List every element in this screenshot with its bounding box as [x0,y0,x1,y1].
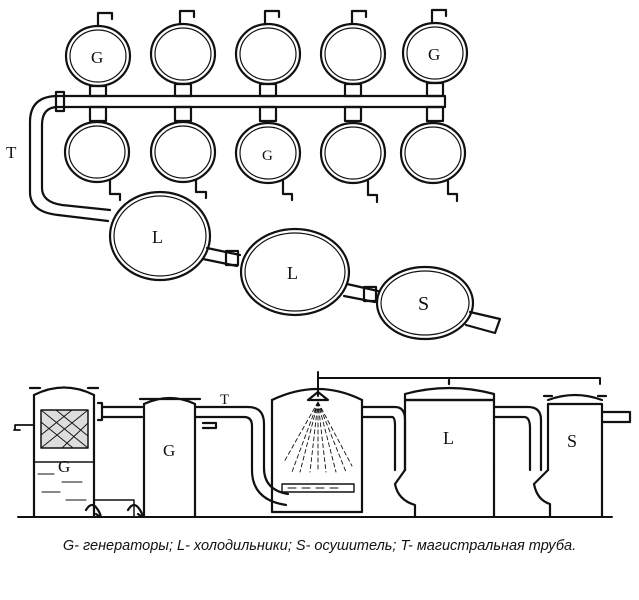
generator-drum-10 [399,105,467,203]
label-t-top: T [6,143,17,162]
cooler-drum-1 [108,190,212,282]
label-l-cooler-1: L [152,227,163,247]
label-g-upper-left: G [91,48,103,67]
label-l-cooler-2: L [287,263,298,283]
label-s-side: S [567,431,577,451]
manifold-pipe [28,90,447,223]
upper-generator-row [64,8,469,98]
label-g-upper-right: G [428,45,440,64]
generator-drum-4 [319,9,387,98]
top-view-plan: G G G T L L S [6,8,502,341]
label-g-side-1: G [58,457,70,476]
apparatus-diagram: G G G T L L S [6,8,632,519]
cooler-section [393,378,543,519]
generator-drum-8 [234,105,302,202]
cooler-dryer-chain [108,190,502,341]
cooler-drum-2 [239,227,351,317]
generator-drum-6 [63,105,131,202]
generator-drum-3 [234,9,302,98]
dryer-drum [375,265,475,341]
washer-section [270,371,601,514]
label-l-side: L [443,428,454,448]
generator-drum-2 [149,9,217,98]
dryer-section [532,393,632,519]
generator-drum-5 [401,8,469,98]
label-g-lower-middle: G [262,148,273,164]
generator-2-section [96,396,290,519]
side-view-section: G G T L S [13,371,632,519]
generator-drum-7 [149,105,217,200]
generator-1-section [13,386,144,519]
figure-caption: G- генераторы; L- холодильники; S- осуши… [62,538,577,554]
label-g-side-2: G [163,441,175,460]
generator-drum-9 [319,105,387,204]
lower-generator-row [63,105,467,204]
label-s-dryer-top: S [418,293,429,315]
generator-drum-1 [64,11,132,98]
label-t-side: T [220,392,229,408]
